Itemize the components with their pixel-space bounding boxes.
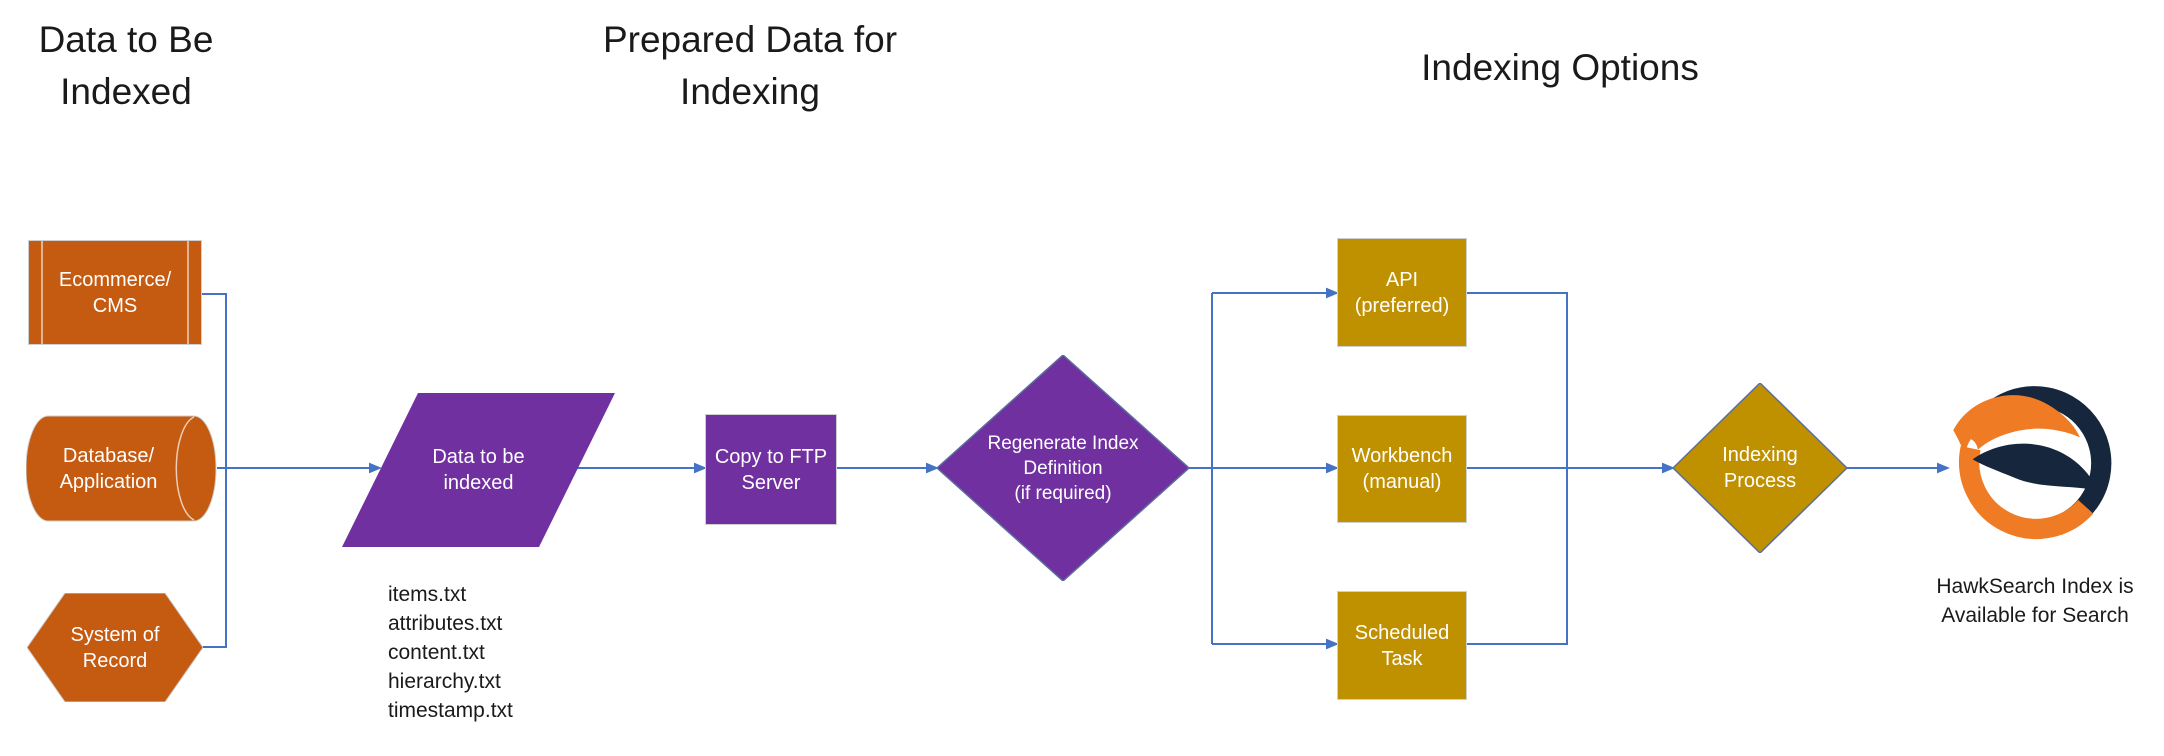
predefined-process-bar <box>187 241 189 344</box>
file-list-item: timestamp.txt <box>388 699 513 722</box>
parallelogram-shape <box>342 393 615 547</box>
node-system-of-record <box>27 593 203 702</box>
hawksearch-logo-icon <box>1953 386 2112 539</box>
node-copy-to-ftp-server: Copy to FTP Server <box>705 414 837 525</box>
prepared-file-list: items.txt attributes.txt content.txt hie… <box>388 580 513 725</box>
file-list-item: items.txt <box>388 583 467 606</box>
diamond-shape <box>1673 383 1847 553</box>
section-title-data-to-be-indexed: Data to Be Indexed <box>38 19 214 112</box>
diamond-shape <box>937 355 1189 581</box>
file-list-item: hierarchy.txt <box>388 670 501 693</box>
logo-swoosh <box>1972 443 2098 491</box>
node-api-preferred: API (preferred) <box>1337 238 1467 347</box>
node-database-application <box>26 415 217 522</box>
section-title-indexing-options: Indexing Options <box>1421 47 1699 88</box>
logo-wing <box>1953 395 2080 455</box>
file-list-item: attributes.txt <box>388 612 503 635</box>
result-caption: HawkSearch Index is Available for Search <box>1936 575 2134 627</box>
predefined-process-bar <box>41 241 43 344</box>
section-title-prepared-data: Prepared Data for Indexing <box>602 19 898 112</box>
node-scheduled-task: Scheduled Task <box>1337 591 1467 700</box>
node-workbench-manual: Workbench (manual) <box>1337 415 1467 523</box>
cylinder-inner-edge <box>175 416 195 521</box>
logo-orange-ring <box>1959 446 2094 539</box>
file-list-item: content.txt <box>388 641 485 664</box>
hexagon-shape <box>27 593 203 702</box>
node-ecommerce-cms <box>28 240 202 345</box>
connector-sources-join <box>202 293 227 648</box>
node-regenerate-index <box>937 355 1189 581</box>
node-indexing-process <box>1673 383 1847 553</box>
node-data-to-be-indexed <box>342 393 615 547</box>
cylinder-shape <box>26 415 217 522</box>
